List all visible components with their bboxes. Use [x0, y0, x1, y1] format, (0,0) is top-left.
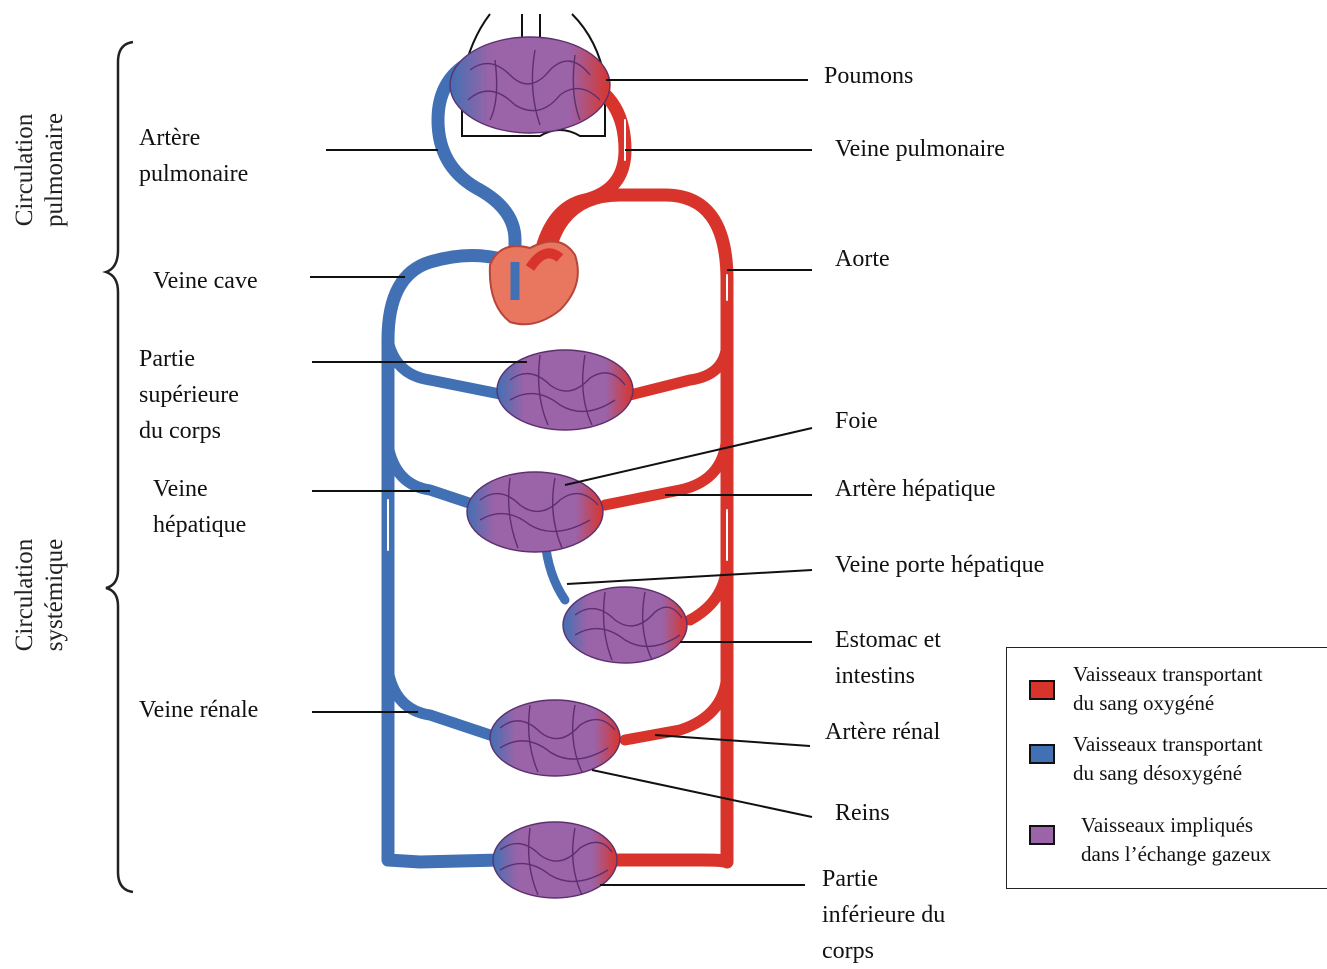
lungs-capillary [450, 37, 610, 133]
brace-systemic [106, 292, 133, 892]
legend-deoxygenated-text: Vaisseaux transportant du sang désoxygén… [1073, 730, 1263, 788]
label-foie: Foie [835, 403, 878, 439]
label-partie-superieure: Partie supérieure du corps [139, 341, 239, 449]
label-veine-hepatique-line1: Veine [153, 471, 246, 507]
label-veine-porte: Veine porte hépatique [835, 547, 1044, 583]
label-estomac-line1: Estomac et [835, 622, 941, 658]
blue-square-icon [1029, 744, 1055, 764]
stomach-capillary [563, 587, 687, 663]
label-veine-renale: Veine rénale [139, 692, 258, 728]
label-artere-renal-text: Artère rénal [825, 714, 940, 750]
label-partie-superieure-line1: Partie [139, 341, 239, 377]
legend: Vaisseaux transportant du sang oxygéné V… [1006, 647, 1327, 889]
legend-deoxygenated-line1: Vaisseaux transportant [1073, 730, 1263, 759]
label-poumons-text: Poumons [824, 58, 913, 94]
label-poumons: Poumons [824, 58, 913, 94]
label-partie-inferieure-line1: Partie [822, 861, 945, 897]
side-label-systemic-line1: Circulation [10, 515, 40, 675]
side-label-pulmonary: Circulation pulmonaire [10, 90, 70, 250]
label-reins-text: Reins [835, 795, 890, 831]
purple-square-icon [1029, 825, 1055, 845]
label-artere-hepatique: Artère hépatique [835, 471, 996, 507]
label-artere-pulmonaire: Artère pulmonaire [139, 120, 248, 192]
label-veine-pulmonaire-text: Veine pulmonaire [835, 131, 1005, 167]
lower-body-capillary [493, 822, 617, 898]
label-partie-inferieure-line2: inférieure du [822, 897, 945, 933]
legend-deoxygenated-line2: du sang désoxygéné [1073, 759, 1263, 788]
capillary-beds [450, 37, 687, 898]
side-label-systemic: Circulation systémique [10, 515, 70, 675]
label-partie-superieure-line3: du corps [139, 413, 239, 449]
label-artere-pulmonaire-line2: pulmonaire [139, 156, 248, 192]
legend-oxygenated-text: Vaisseaux transportant du sang oxygéné [1073, 660, 1263, 718]
label-estomac-line2: intestins [835, 658, 941, 694]
side-label-pulmonary-line2: pulmonaire [40, 90, 70, 250]
red-square-icon [1029, 680, 1055, 700]
label-partie-inferieure-line3: corps [822, 933, 945, 969]
label-veine-cave: Veine cave [153, 263, 258, 299]
label-veine-cave-text: Veine cave [153, 263, 258, 299]
label-artere-hepatique-text: Artère hépatique [835, 471, 996, 507]
label-reins: Reins [835, 795, 890, 831]
label-partie-superieure-line2: supérieure [139, 377, 239, 413]
label-veine-renale-text: Veine rénale [139, 692, 258, 728]
label-artere-pulmonaire-line1: Artère [139, 120, 248, 156]
label-artere-renal: Artère rénal [825, 714, 940, 750]
legend-exchange-text: Vaisseaux impliqués dans l’échange gazeu… [1081, 811, 1271, 869]
side-label-systemic-line2: systémique [40, 515, 70, 675]
kidney-capillary [490, 700, 620, 776]
label-estomac: Estomac et intestins [835, 622, 941, 694]
legend-exchange-line2: dans l’échange gazeux [1081, 840, 1271, 869]
side-label-pulmonary-line1: Circulation [10, 90, 40, 250]
legend-oxygenated-line2: du sang oxygéné [1073, 689, 1263, 718]
label-veine-porte-text: Veine porte hépatique [835, 547, 1044, 583]
label-veine-hepatique: Veine hépatique [153, 471, 246, 543]
label-veine-pulmonaire: Veine pulmonaire [835, 131, 1005, 167]
brace-pulmonary [106, 42, 133, 292]
legend-exchange-line1: Vaisseaux impliqués [1081, 811, 1271, 840]
label-foie-text: Foie [835, 403, 878, 439]
label-veine-hepatique-line2: hépatique [153, 507, 246, 543]
label-partie-inferieure: Partie inférieure du corps [822, 861, 945, 969]
label-aorte: Aorte [835, 241, 890, 277]
label-aorte-text: Aorte [835, 241, 890, 277]
liver-capillary [467, 472, 603, 552]
legend-oxygenated-line1: Vaisseaux transportant [1073, 660, 1263, 689]
heart [490, 241, 578, 324]
